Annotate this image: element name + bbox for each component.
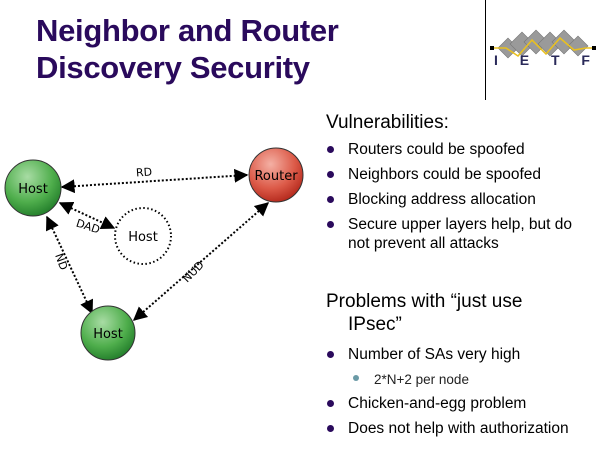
ietf-logo-icon [490,29,596,59]
edge-label-nd: ND [52,252,70,272]
list-item-text: 2*N+2 per node [374,372,469,387]
list-item: Secure upper layers help, but do not pre… [326,215,580,253]
node-router: Router [248,147,304,203]
list-item: Number of SAs very high [326,345,600,364]
bullet-icon [327,351,334,358]
node-label: Host [93,327,123,342]
sub-bullet-icon [353,375,359,381]
list-item: Does not help with authorization [326,419,600,438]
node-host-new: Host [114,207,172,265]
list-item: Chicken-and-egg problem [326,394,600,413]
edge-rd [60,168,249,194]
list-item-text: Does not help with authorization [348,420,569,437]
list-item-text: Blocking address allocation [348,191,536,208]
list-item-text: Routers could be spoofed [348,141,525,158]
list-item-text: Secure upper layers help, but do not pre… [348,216,573,252]
edge-nd [46,215,93,315]
node-host-1: Host [4,159,62,217]
slide-title: Neighbor and Router Discovery Security [36,12,339,86]
logo-letter: T [550,52,560,68]
bullet-icon [327,196,334,203]
list-item: Blocking address allocation [326,190,596,209]
list-item-text: Number of SAs very high [348,346,521,363]
bullet-icon [327,425,334,432]
node-host-2: Host [80,305,136,361]
title-line-2: Discovery Security [36,50,310,85]
node-label: Host [128,230,158,245]
list-item-text: Chicken-and-egg problem [348,395,527,412]
bullet-icon [327,400,334,407]
problems-heading: Problems with “just use IPsec” [326,290,522,336]
bullet-icon [327,221,334,228]
bullet-icon [327,146,334,153]
edge-nud [132,202,270,321]
node-label: Host [18,182,48,197]
logo-letter: E [519,52,530,68]
edge-label-rd: RD [136,165,153,179]
edge-label-nud: NUD [180,258,207,285]
list-item-text: Neighbors could be spoofed [348,166,542,183]
bullet-icon [327,171,334,178]
edge-dad [58,201,116,230]
sub-list-item: 2*N+2 per node [326,370,600,389]
title-line-1: Neighbor and Router [36,13,339,48]
problems-list: Number of SAs very high 2*N+2 per node C… [326,345,600,444]
problems-heading-line-1: Problems with “just use [326,291,523,312]
vulnerabilities-list: Routers could be spoofed Neighbors could… [326,140,596,259]
node-label: Router [254,169,298,184]
header-divider [485,0,486,100]
vulnerabilities-heading: Vulnerabilities: [326,112,449,133]
logo-letter: F [581,52,590,68]
problems-heading-line-2: IPsec” [348,314,402,335]
ietf-logo-text: I E T F [490,52,594,68]
logo-letter: I [494,52,498,68]
nd-diagram: RD DAD ND NUD Host Router Host Host [4,147,304,361]
list-item: Routers could be spoofed [326,140,596,159]
list-item: Neighbors could be spoofed [326,165,596,184]
